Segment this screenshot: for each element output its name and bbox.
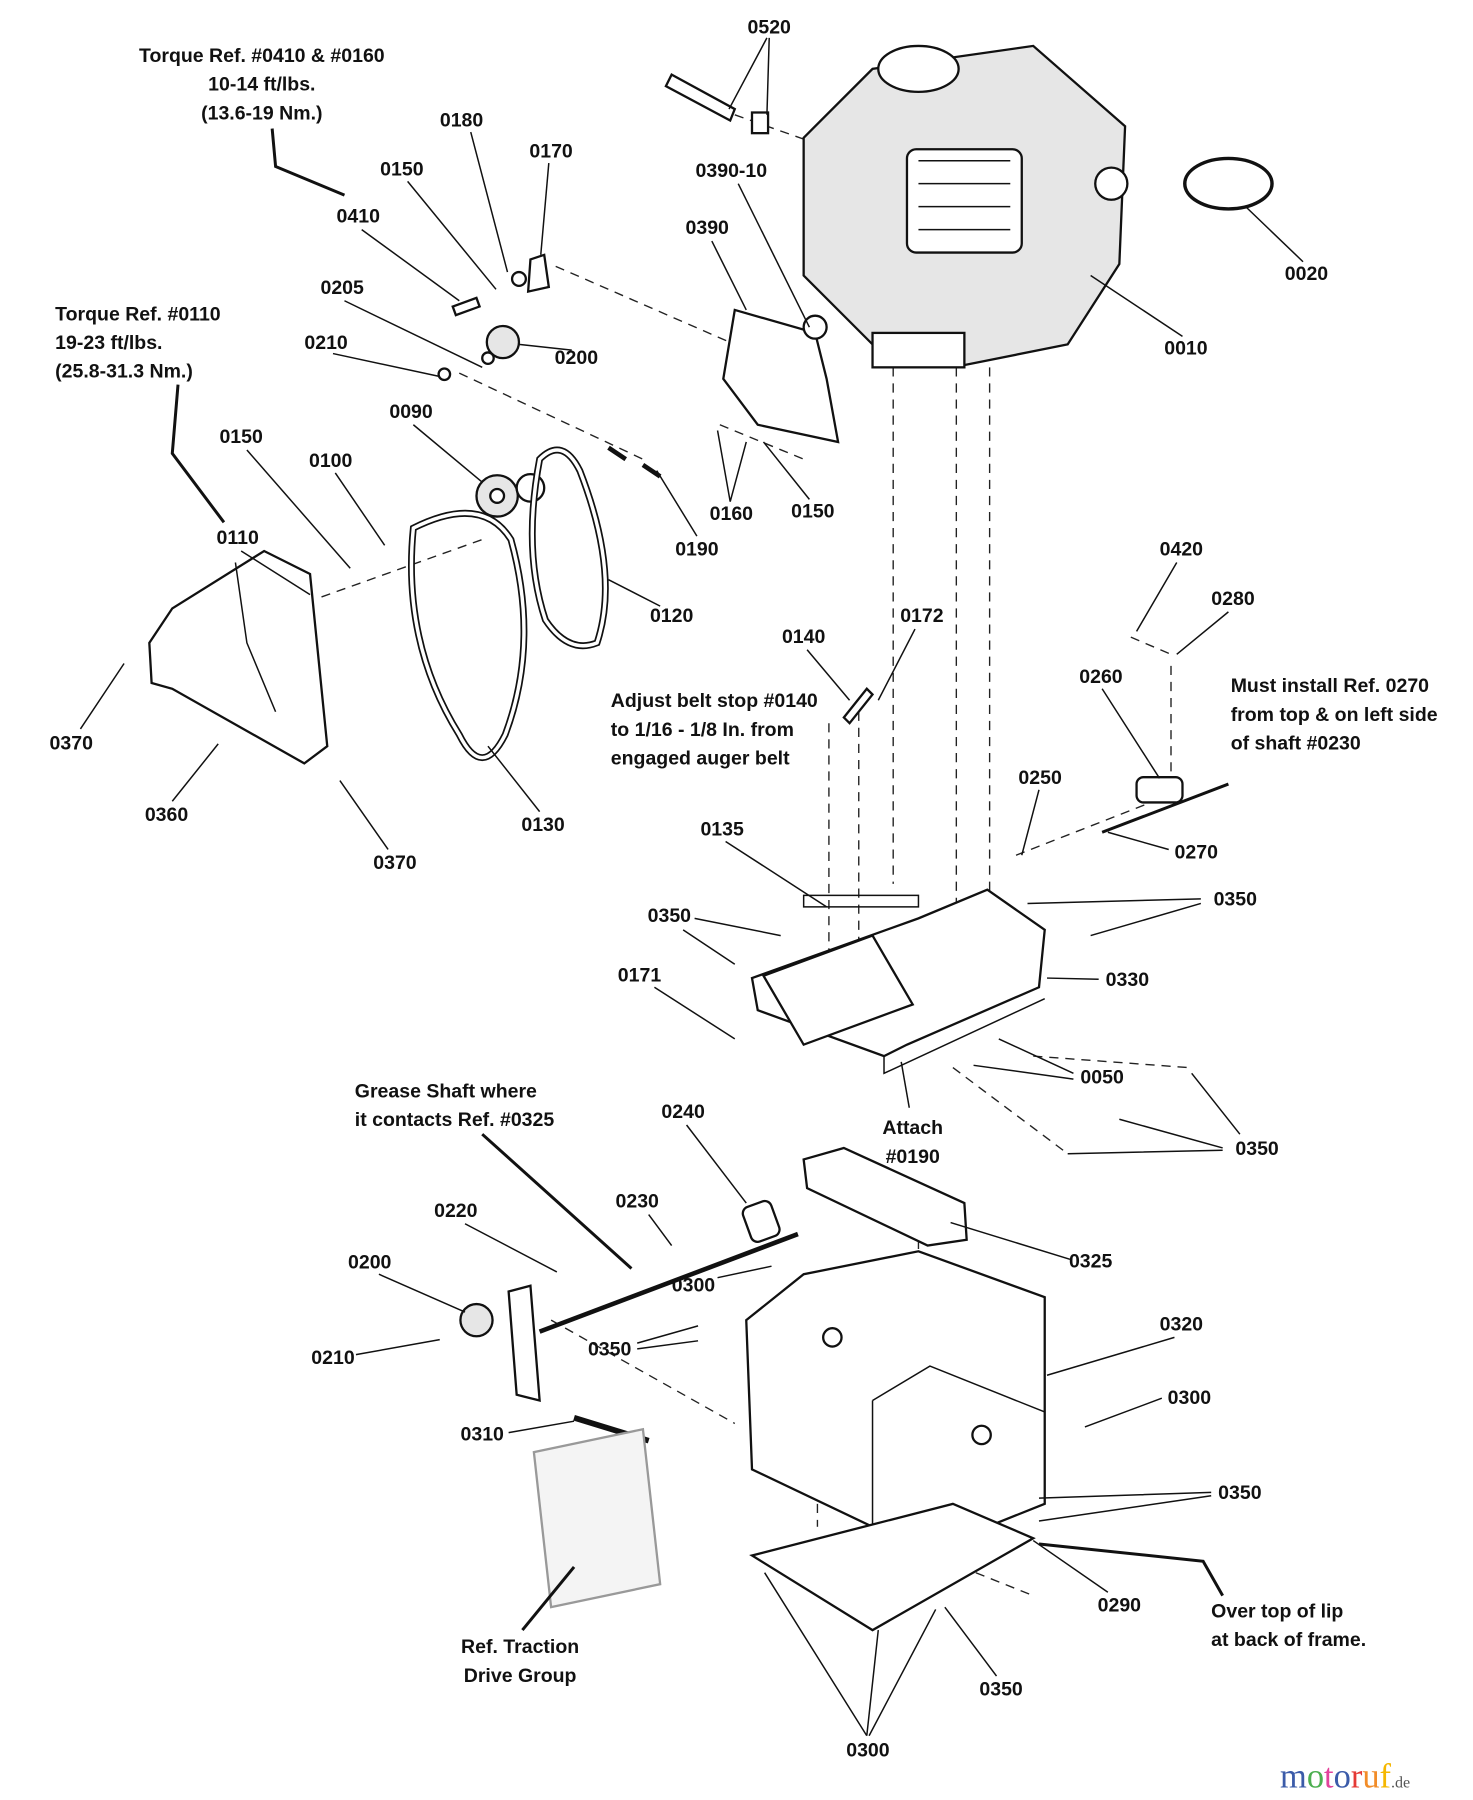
belt-stop-note: engaged auger belt [611, 748, 790, 770]
over-top-note: Over top of lip [1211, 1600, 1343, 1622]
choke-rod [664, 73, 737, 123]
torque-note-0410: Torque Ref. #0410 & #0160 [139, 45, 385, 67]
shift-shaft [538, 1231, 799, 1334]
part-label: 0350 [648, 905, 692, 927]
part-label: 0350 [979, 1679, 1023, 1701]
engine [802, 44, 1129, 369]
part-label: 0410 [337, 206, 381, 228]
part-label: 0171 [618, 965, 662, 987]
drive-belt [408, 509, 528, 762]
spring [607, 445, 662, 479]
part-label: 0150 [219, 426, 263, 448]
part-label: 0020 [1285, 263, 1329, 285]
part-label: 0110 [217, 527, 259, 549]
part-drawings [148, 44, 1274, 1632]
power-cord [1183, 156, 1274, 211]
notes: Torque Ref. #0410 & #0160 10-14 ft/lbs. … [55, 45, 1438, 1687]
part-label: 0280 [1211, 588, 1255, 610]
part-label: 0360 [145, 804, 189, 826]
part-label: 0390-10 [696, 160, 768, 182]
part-labels: 0520 0180 0170 0150 0390-10 0410 0390 00… [50, 16, 1329, 1761]
part-label: 0320 [1160, 1313, 1204, 1335]
part-label: 0300 [846, 1739, 890, 1761]
part-label: 0325 [1069, 1250, 1113, 1272]
leader-lines [79, 37, 1304, 1737]
part-label: 0100 [309, 450, 353, 472]
part-label: 0190 [675, 539, 719, 561]
part-label: 0390 [686, 217, 730, 239]
part-label: 0520 [748, 16, 792, 38]
traction-note: Ref. Traction [461, 1636, 579, 1658]
part-label: 0135 [700, 819, 744, 841]
engine-deck [750, 888, 1046, 1075]
part-label: 0200 [348, 1251, 392, 1273]
part-label: 0370 [373, 852, 417, 874]
must-install-note: of shaft #0230 [1231, 733, 1361, 755]
part-label: 0050 [1080, 1067, 1124, 1089]
frame [745, 1250, 1046, 1528]
grease-note: Grease Shaft where [355, 1080, 537, 1102]
part-label: 0350 [1218, 1482, 1262, 1504]
watermark-logo: motoruf.de [1280, 1757, 1410, 1795]
grease-note: it contacts Ref. #0325 [355, 1109, 555, 1131]
bottom-plate [749, 1502, 1036, 1632]
part-label: 0170 [529, 140, 573, 162]
part-label: 0240 [661, 1101, 705, 1123]
attach-note: #0190 [886, 1146, 940, 1168]
part-label: 0330 [1106, 969, 1150, 991]
part-label: 0350 [1214, 889, 1258, 911]
belt-stop-note: Adjust belt stop #0140 [611, 690, 818, 712]
frame-bracket [802, 1146, 968, 1247]
part-label: 0230 [616, 1191, 660, 1213]
idler-arm [507, 1284, 541, 1403]
part-label: 0350 [588, 1339, 632, 1361]
part-label: 0160 [710, 503, 754, 525]
part-label: 0350 [1235, 1138, 1279, 1160]
part-label: 0210 [304, 332, 348, 354]
torque-note-0410: (13.6-19 Nm.) [201, 102, 322, 124]
part-label: 0250 [1018, 767, 1062, 789]
part-label: 0205 [320, 277, 364, 299]
part-label: 0010 [1164, 338, 1208, 360]
belt-cover [148, 549, 329, 765]
part-label: 0420 [1160, 539, 1204, 561]
part-label: 0210 [311, 1347, 355, 1369]
part-label: 0300 [672, 1274, 716, 1296]
part-label: 0180 [440, 109, 484, 131]
traction-drive-ghost [532, 1427, 662, 1609]
torque-note-0110: Torque Ref. #0110 [55, 303, 221, 325]
torque-note-0410: 10-14 ft/lbs. [208, 74, 315, 96]
part-label: 0290 [1098, 1595, 1142, 1617]
must-install-note: Must install Ref. 0270 [1231, 675, 1429, 697]
part-label: 0310 [461, 1424, 505, 1446]
part-label: 0370 [50, 733, 94, 755]
part-label: 0200 [555, 347, 599, 369]
part-label: 0300 [1168, 1387, 1212, 1409]
part-label: 0260 [1079, 666, 1123, 688]
shaft-bracket [1135, 776, 1184, 804]
idler-pulley [485, 324, 521, 360]
part-label: 0120 [650, 605, 694, 627]
over-top-note: at back of frame. [1211, 1629, 1366, 1651]
part-label: 0220 [434, 1200, 478, 1222]
part-label: 0270 [1175, 842, 1219, 864]
part-label: 0150 [380, 159, 424, 181]
part-label: 0130 [521, 814, 565, 836]
belt-stop-note: to 1/16 - 1/8 In. from [611, 719, 794, 741]
part-label: 0172 [900, 605, 944, 627]
traction-note: Drive Group [464, 1665, 577, 1687]
part-label: 0090 [389, 401, 433, 423]
attach-note: Attach [882, 1117, 943, 1139]
part-label: 0150 [791, 501, 835, 523]
choke-bushing [750, 111, 770, 135]
torque-note-0110: (25.8-31.3 Nm.) [55, 361, 193, 383]
must-install-note: from top & on left side [1231, 704, 1438, 726]
torque-note-0110: 19-23 ft/lbs. [55, 332, 162, 354]
part-label: 0140 [782, 626, 826, 648]
